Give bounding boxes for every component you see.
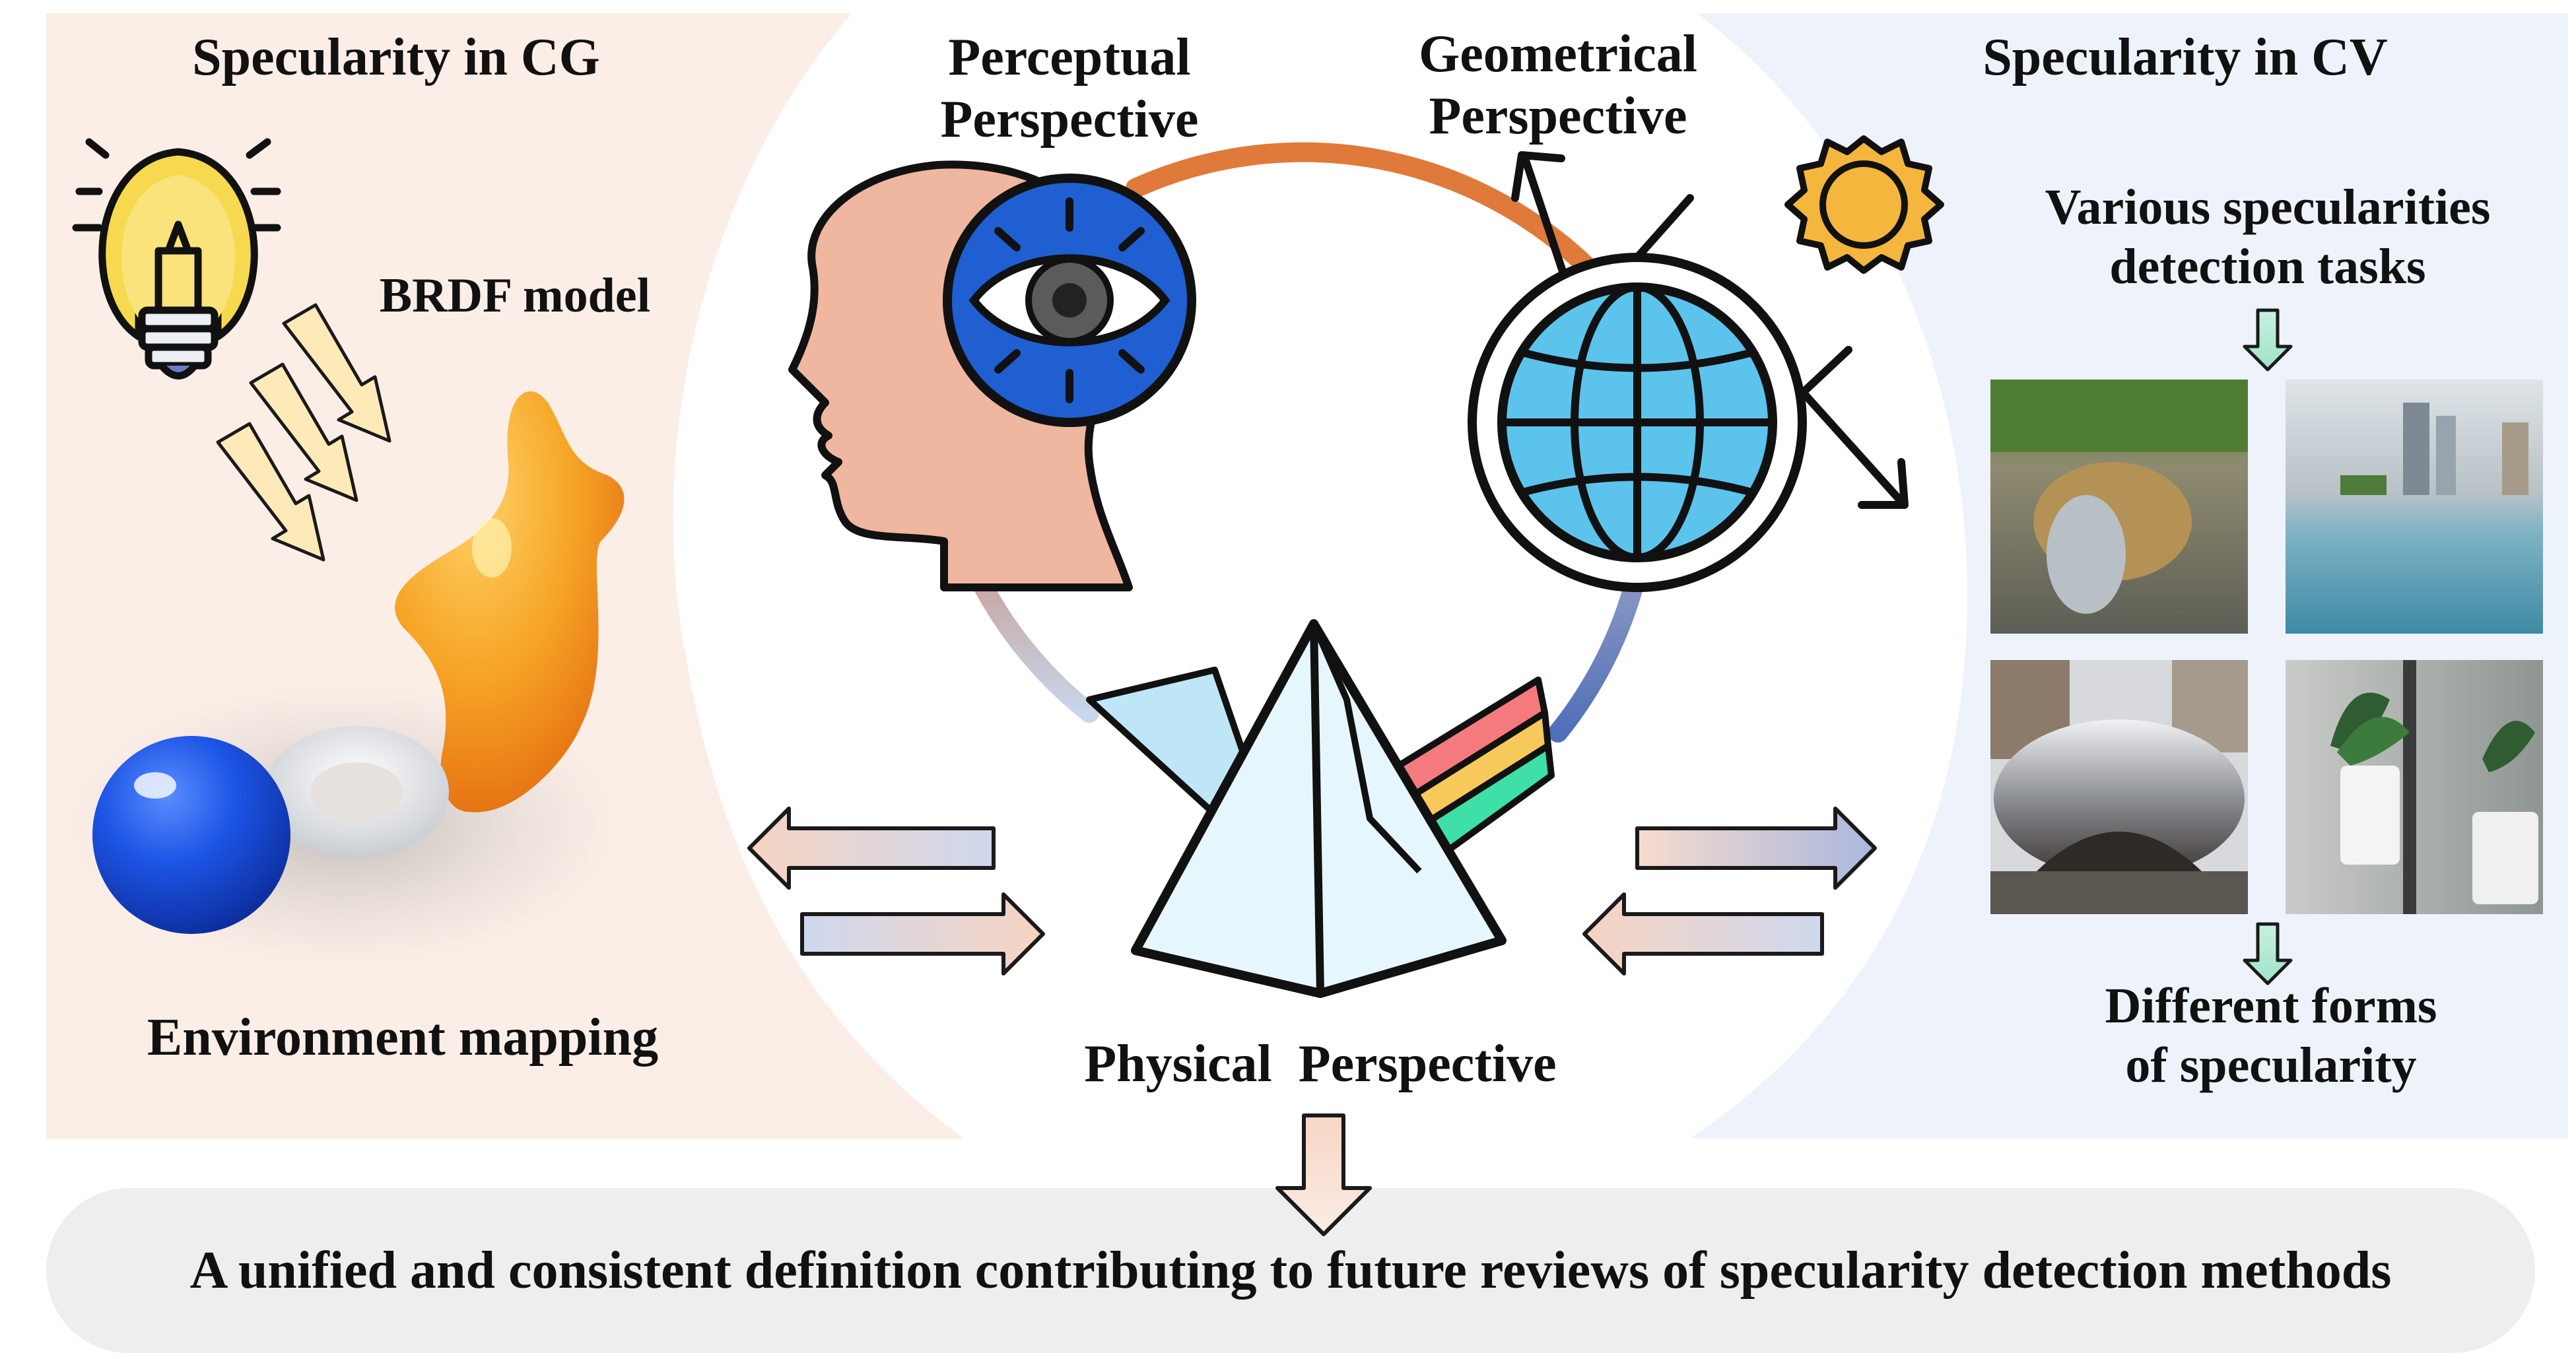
perceptual-perspective-label: Perceptual Perspective — [940, 28, 1199, 149]
orange-star-3d-shape — [395, 391, 625, 812]
detection-tasks-label: Various specularities detection tasks — [2045, 180, 2491, 294]
unified-definition-statement: A unified and consistent definition cont… — [189, 1241, 2392, 1300]
geometrical-perspective-label: Geometrical Perspective — [1419, 25, 1697, 146]
blue-sphere-3d-shape — [92, 736, 290, 934]
sun-icon — [1784, 135, 1944, 274]
forms-down-arrow — [2243, 922, 2293, 985]
prism-icon — [1086, 619, 1555, 998]
bottom-bar-background — [46, 1188, 2535, 1353]
eye-disc-icon — [943, 174, 1196, 427]
left-panel-title: Specularity in CG — [192, 28, 600, 86]
bean-sculpture-photo — [1990, 660, 2248, 914]
arrow-pointing-left — [1582, 892, 1824, 976]
globe-icon — [1468, 253, 1807, 592]
mirror-plant-photo — [2286, 660, 2543, 914]
physical-perspective-label: Physical Perspective — [1084, 1035, 1557, 1093]
arrow-pointing-left — [747, 807, 996, 890]
light-rays-arrows — [216, 303, 391, 562]
light-bulb-icon — [72, 138, 281, 380]
arrow-pointing-right — [800, 892, 1045, 976]
tasks-down-arrow — [2243, 308, 2293, 372]
pool-reflection-photo — [2286, 380, 2543, 634]
white-torus-3d-shape — [264, 726, 449, 858]
brdf-model-label: BRDF model — [379, 269, 651, 323]
puddle-reflection-photo — [1990, 380, 2248, 634]
arrow-pointing-right — [1635, 807, 1877, 890]
left-exchange-arrows — [747, 807, 1045, 976]
environment-mapping-label: Environment mapping — [147, 1009, 659, 1067]
specularity-forms-label: Different forms of specularity — [2105, 978, 2437, 1093]
right-exchange-arrows — [1582, 807, 1877, 976]
down-arrow — [1275, 1113, 1372, 1236]
right-panel-title: Specularity in CV — [1983, 28, 2388, 86]
